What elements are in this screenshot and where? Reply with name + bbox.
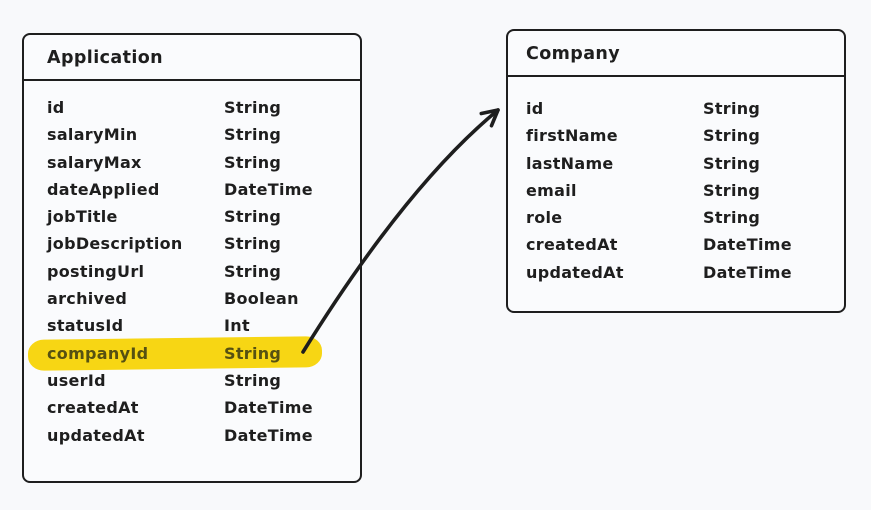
field-row-salaryMax: salaryMax String bbox=[47, 149, 350, 176]
field-row-createdAt: createdAt DateTime bbox=[47, 394, 350, 421]
field-type: String bbox=[224, 343, 282, 363]
field-row-userId: userId String bbox=[47, 367, 350, 394]
field-name: email bbox=[526, 180, 577, 200]
entity-company-title: Company bbox=[508, 31, 844, 77]
field-type: Int bbox=[224, 316, 250, 336]
field-name: postingUrl bbox=[47, 261, 145, 281]
field-type: String bbox=[703, 99, 761, 118]
field-type: DateTime bbox=[224, 398, 313, 418]
field-type: String bbox=[224, 152, 282, 172]
field-type: String bbox=[703, 180, 761, 200]
field-type: Boolean bbox=[224, 289, 299, 309]
field-row-email: email String bbox=[526, 177, 834, 204]
field-name: jobTitle bbox=[47, 207, 118, 227]
field-name: salaryMin bbox=[47, 125, 138, 145]
field-type: String bbox=[224, 370, 282, 390]
field-name: jobDescription bbox=[47, 234, 183, 254]
field-type: DateTime bbox=[703, 262, 792, 282]
field-name: createdAt bbox=[526, 235, 618, 255]
field-name: statusId bbox=[47, 316, 124, 336]
field-type: String bbox=[224, 125, 282, 145]
field-name: id bbox=[526, 99, 544, 118]
field-row-role: role String bbox=[526, 204, 834, 231]
field-type: String bbox=[703, 208, 761, 228]
field-type: String bbox=[224, 261, 282, 281]
field-row-jobDescription: jobDescription String bbox=[47, 230, 350, 257]
field-row-lastName: lastName String bbox=[526, 150, 834, 177]
entity-application-title: Application bbox=[24, 35, 360, 81]
field-row-firstName: firstName String bbox=[526, 122, 834, 149]
field-name: createdAt bbox=[47, 398, 139, 418]
field-name: id bbox=[47, 98, 65, 117]
field-row-postingUrl: postingUrl String bbox=[47, 258, 350, 285]
field-type: String bbox=[224, 207, 282, 227]
field-row-id: id String bbox=[47, 94, 350, 121]
field-row-salaryMin: salaryMin String bbox=[47, 121, 350, 148]
field-type: String bbox=[703, 153, 761, 173]
field-type: DateTime bbox=[224, 425, 313, 445]
field-row-updatedAt: updatedAt DateTime bbox=[47, 422, 350, 449]
field-type: String bbox=[224, 98, 282, 117]
field-row-dateApplied: dateApplied DateTime bbox=[47, 176, 350, 203]
field-type: String bbox=[224, 234, 282, 254]
field-name: dateApplied bbox=[47, 179, 160, 199]
field-name: updatedAt bbox=[47, 425, 145, 445]
field-row-createdAt: createdAt DateTime bbox=[526, 231, 834, 258]
field-name: userId bbox=[47, 370, 106, 390]
field-name: archived bbox=[47, 289, 128, 309]
field-type: DateTime bbox=[703, 235, 792, 255]
relation-arrowhead-icon bbox=[479, 108, 500, 128]
field-name: companyId bbox=[47, 343, 149, 363]
field-name: salaryMax bbox=[47, 152, 142, 172]
field-row-jobTitle: jobTitle String bbox=[47, 203, 350, 230]
field-name: firstName bbox=[526, 126, 618, 146]
field-type: DateTime bbox=[224, 179, 313, 199]
field-name: updatedAt bbox=[526, 262, 624, 282]
field-name: role bbox=[526, 208, 563, 228]
field-row-id: id String bbox=[526, 95, 834, 122]
field-row-companyId: companyId String bbox=[27, 335, 350, 371]
field-row-statusId: statusId Int bbox=[47, 312, 350, 339]
field-row-archived: archived Boolean bbox=[47, 285, 350, 312]
field-name: lastName bbox=[526, 153, 614, 173]
field-type: String bbox=[703, 126, 761, 146]
field-row-updatedAt: updatedAt DateTime bbox=[526, 259, 834, 286]
